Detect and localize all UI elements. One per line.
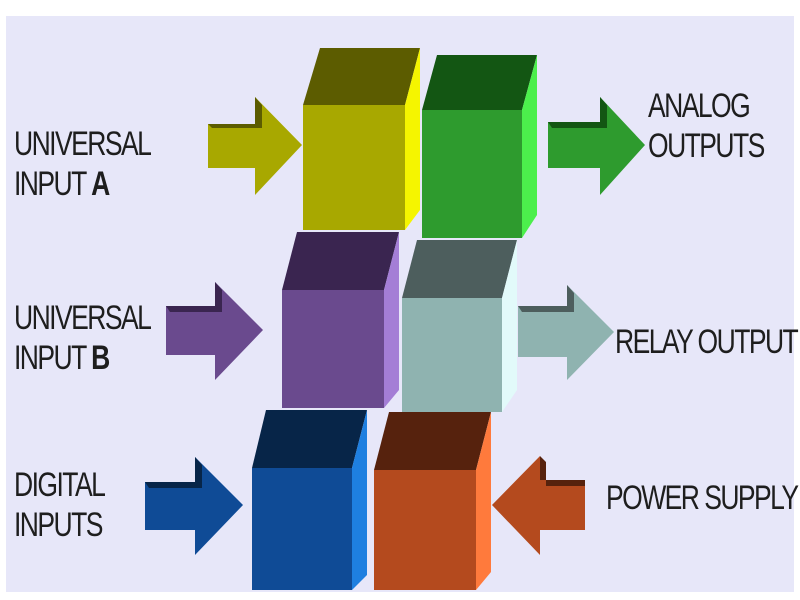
power-supply-cube [374,412,491,590]
universal-input-b-line1: UNIVERSAL [14,299,152,337]
universal-input-a-prefix: INPUT [14,165,92,203]
universal-input-b-line2: INPUT B [14,338,150,378]
universal-input-a-label: UNIVERSAL INPUT A [14,124,152,204]
relay-output-label: RELAY OUTPUT [615,322,799,362]
digital-inputs-cube [252,410,367,590]
power-supply-arrow-icon [492,456,585,555]
digital-inputs-line1: DIGITAL [14,466,106,504]
universal-input-b-cube [282,232,399,408]
analog-outputs-label: ANALOG OUTPUTS [648,86,765,166]
analog-outputs-line1: ANALOG [648,87,751,125]
universal-input-a-letter: A [91,165,110,203]
power-supply-text: POWER SUPPLY [606,479,799,517]
universal-input-b-letter: B [91,339,110,377]
digital-inputs-label: DIGITAL INPUTS [14,465,106,545]
power-supply-label: POWER SUPPLY [606,478,799,518]
universal-input-a-cube [303,48,420,230]
universal-input-a-line2: INPUT A [14,164,150,204]
relay-output-text: RELAY OUTPUT [615,323,799,361]
analog-outputs-arrow-icon [548,97,645,195]
digital-inputs-line2: INPUTS [14,506,103,544]
relay-output-cube [402,240,517,412]
universal-input-b-label: UNIVERSAL INPUT B [14,298,152,378]
analog-outputs-cube [422,55,537,238]
universal-input-b-prefix: INPUT [14,339,92,377]
universal-input-a-arrow-icon [208,97,302,195]
universal-input-a-line1: UNIVERSAL [14,125,152,163]
universal-input-b-arrow-icon [166,282,263,380]
relay-output-arrow-icon [518,285,614,380]
digital-inputs-arrow-icon [145,457,243,555]
analog-outputs-line2: OUTPUTS [648,127,765,165]
